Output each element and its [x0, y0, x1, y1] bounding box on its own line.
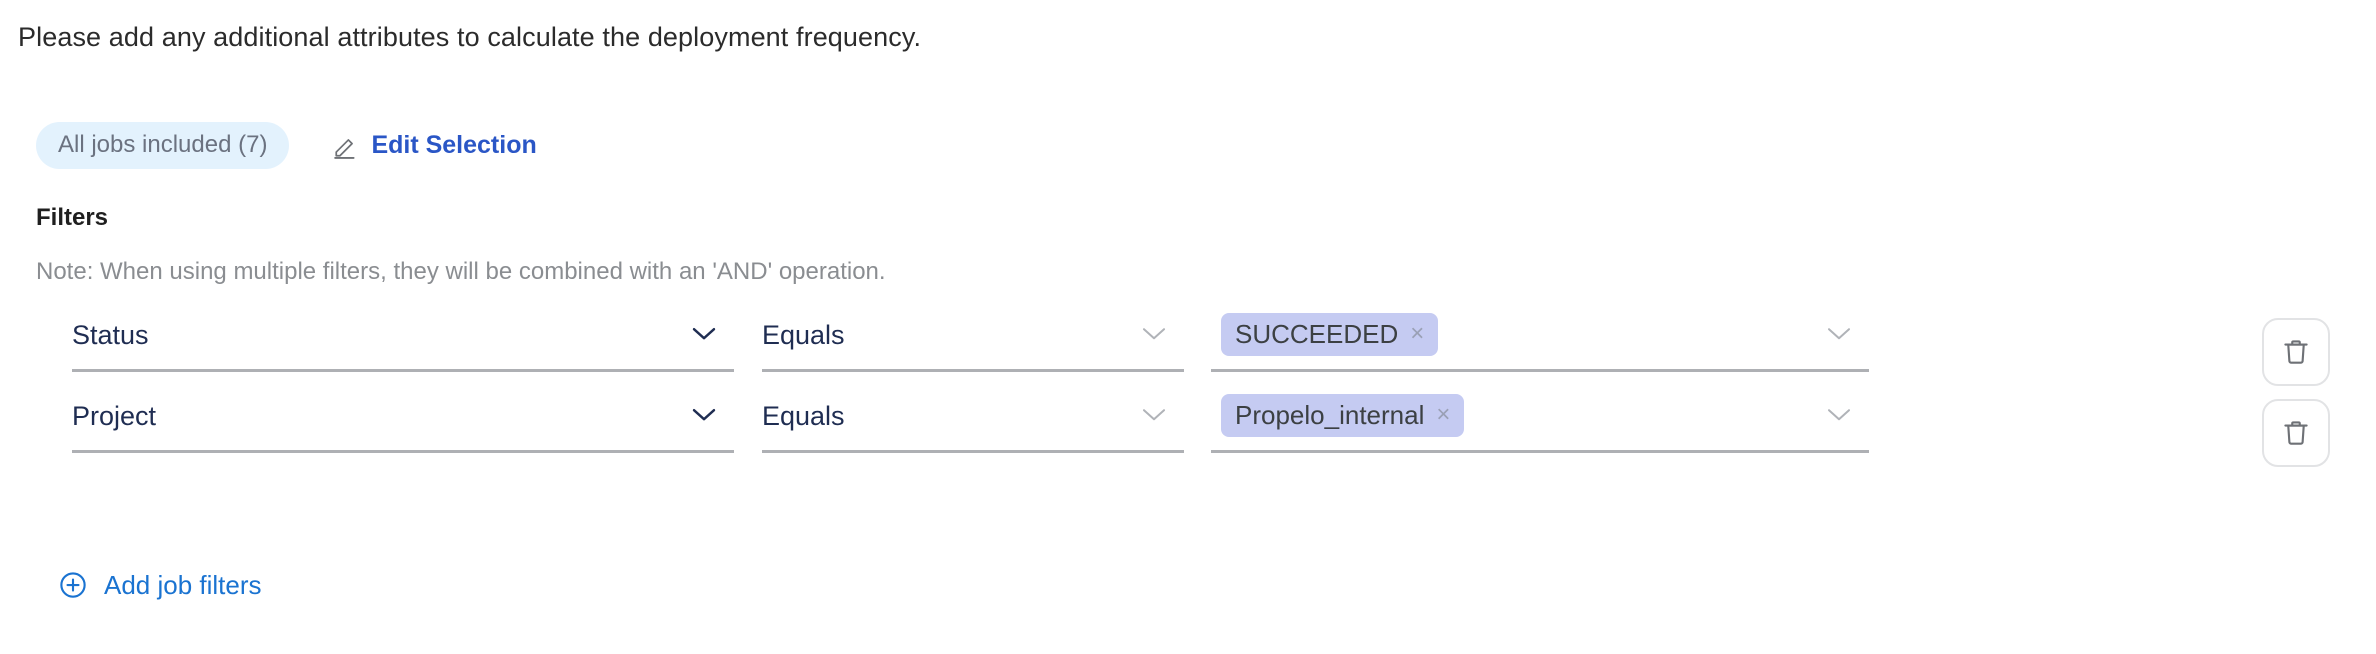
chevron-down-icon — [1140, 324, 1168, 342]
filter-value-chip-label: Propelo_internal — [1235, 400, 1425, 430]
filter-value-chip[interactable]: Propelo_internal × — [1221, 394, 1465, 437]
filters-heading: Filters — [36, 204, 109, 231]
chevron-down-icon — [690, 405, 718, 423]
all-jobs-included-badge[interactable]: All jobs included (7) — [36, 122, 290, 169]
pencil-icon — [333, 133, 359, 159]
filter-value-chip-label: SUCCEEDED — [1235, 319, 1399, 349]
filter-operator-select[interactable]: Equals — [762, 300, 1184, 372]
chevron-down-icon — [1140, 405, 1168, 423]
delete-filter-button[interactable] — [2262, 399, 2330, 467]
chevron-down-icon — [690, 324, 718, 342]
jobs-selection-row: All jobs included (7) Edit Selection — [36, 122, 537, 169]
filter-row: Project Equals Propelo_internal × — [0, 381, 2376, 461]
trash-icon — [2281, 418, 2311, 448]
filter-operator-value: Equals — [762, 400, 845, 431]
close-icon[interactable]: × — [1410, 320, 1425, 347]
plus-circle-icon — [58, 570, 88, 600]
trash-icon — [2281, 337, 2311, 367]
add-job-filters-button[interactable]: Add job filters — [58, 570, 262, 600]
delete-filter-button[interactable] — [2262, 318, 2330, 386]
filter-row: Status Equals SUCCEEDED × — [0, 300, 2376, 380]
filter-value-chip[interactable]: SUCCEEDED × — [1221, 313, 1439, 356]
page-intro-text: Please add any additional attributes to … — [18, 22, 922, 52]
filter-attribute-select[interactable]: Status — [72, 300, 734, 372]
filter-operator-value: Equals — [762, 319, 845, 350]
filter-value-select[interactable]: SUCCEEDED × — [1211, 300, 1869, 372]
filter-operator-select[interactable]: Equals — [762, 381, 1184, 453]
edit-selection-label: Edit Selection — [371, 131, 537, 159]
filter-attribute-select[interactable]: Project — [72, 381, 734, 453]
filter-attribute-value: Status — [72, 319, 149, 350]
add-job-filters-label: Add job filters — [104, 570, 262, 600]
filters-note: Note: When using multiple filters, they … — [36, 258, 886, 285]
edit-selection-button[interactable]: Edit Selection — [333, 131, 537, 160]
filter-value-select[interactable]: Propelo_internal × — [1211, 381, 1869, 453]
filter-attribute-value: Project — [72, 400, 157, 431]
chevron-down-icon — [1825, 324, 1853, 342]
close-icon[interactable]: × — [1436, 401, 1451, 428]
chevron-down-icon — [1825, 405, 1853, 423]
